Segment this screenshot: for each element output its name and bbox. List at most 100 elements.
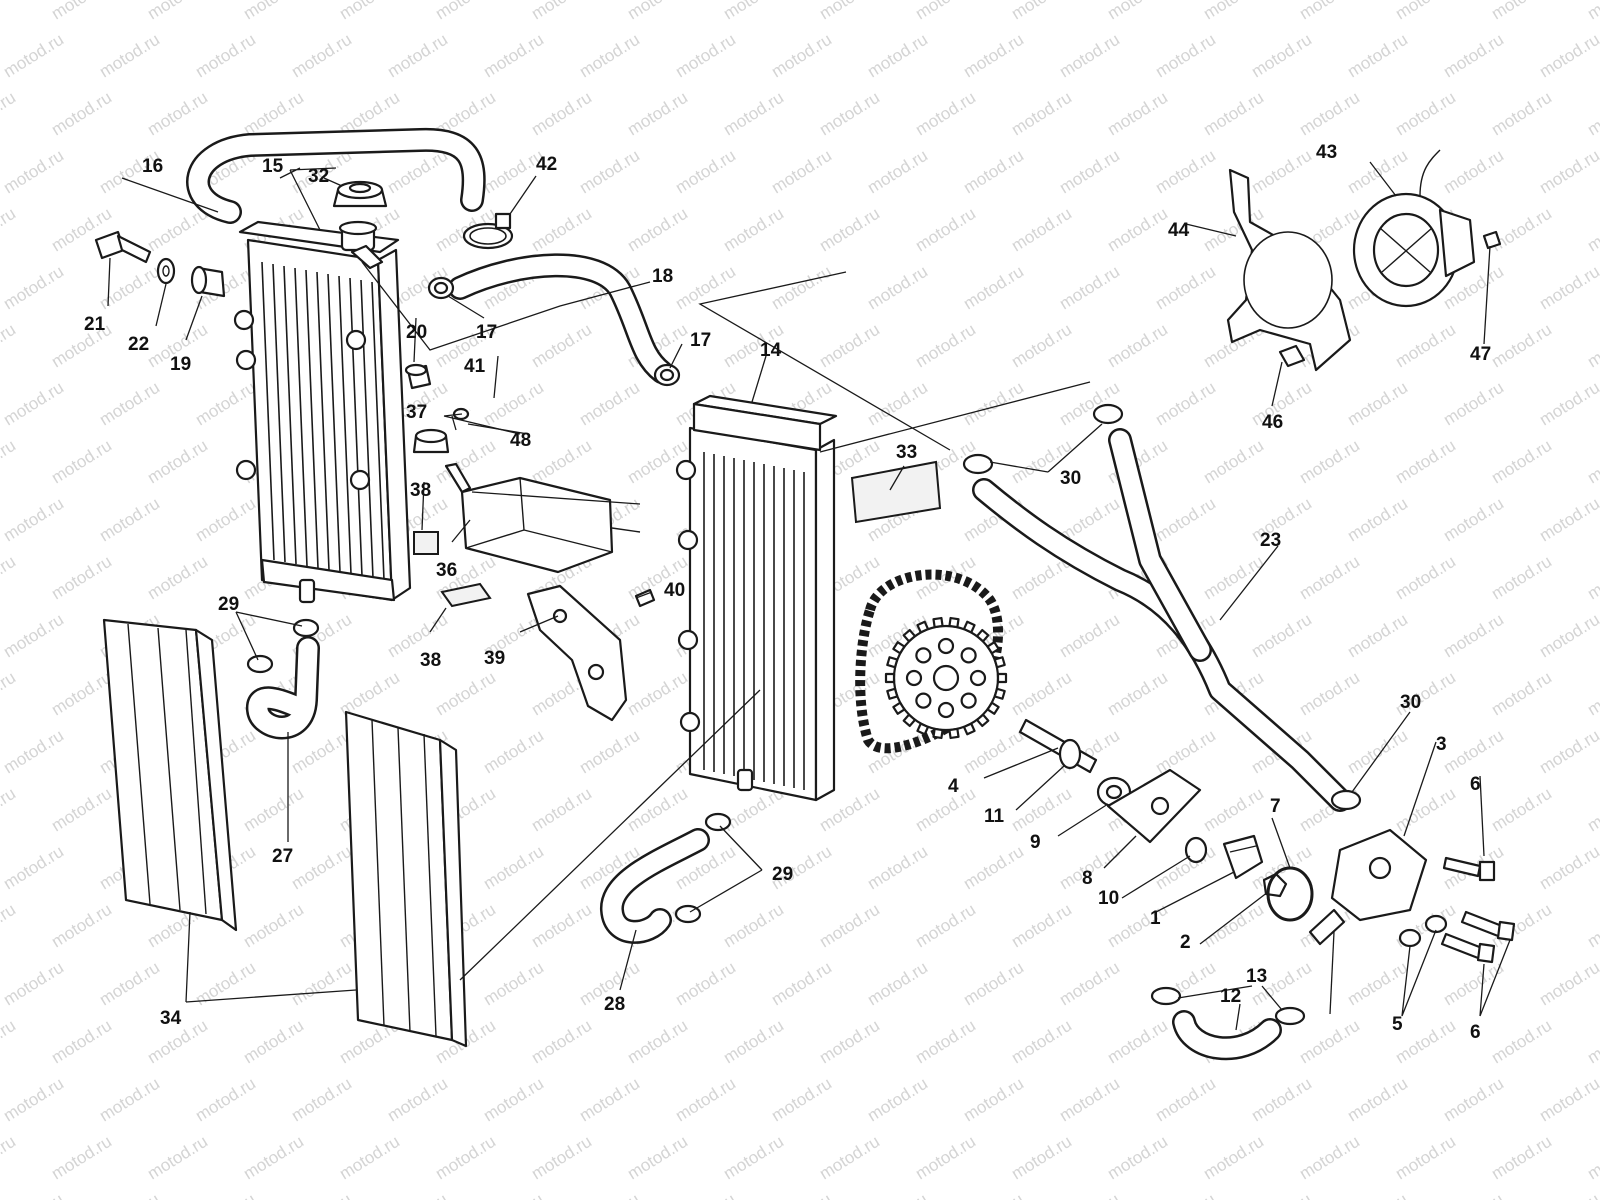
callout-30-lower: 30 bbox=[1400, 692, 1421, 713]
watermark-text: motod.ru bbox=[528, 1016, 595, 1068]
watermark-text: motod.ru bbox=[528, 0, 595, 23]
watermark-text: motod.ru bbox=[960, 146, 1027, 198]
seal-10 bbox=[1184, 836, 1208, 864]
callout-27: 27 bbox=[272, 846, 293, 867]
sprocket-tooth bbox=[948, 616, 960, 629]
watermark-text: motod.ru bbox=[1440, 494, 1507, 546]
watermark-text: motod.ru bbox=[432, 668, 499, 720]
callout-9: 9 bbox=[1030, 832, 1041, 853]
watermark-text: motod.ru bbox=[192, 30, 259, 82]
pad-38-upper bbox=[413, 531, 439, 555]
sprocket-tooth bbox=[916, 722, 930, 736]
sprocket-hole bbox=[905, 669, 923, 687]
watermark-text: motod.ru bbox=[720, 88, 787, 140]
callout-47: 47 bbox=[1470, 344, 1491, 365]
callout-12: 12 bbox=[1220, 986, 1241, 1007]
pump-cover-8 bbox=[1106, 768, 1202, 844]
sprocket-tooth bbox=[916, 620, 930, 634]
watermark-text: motod.ru bbox=[672, 146, 739, 198]
callout-33: 33 bbox=[896, 442, 917, 463]
watermark-text: motod.ru bbox=[48, 668, 115, 720]
watermark-text: motod.ru bbox=[1200, 784, 1267, 836]
callout-38-upper: 38 bbox=[410, 480, 431, 501]
watermark-text: motod.ru bbox=[1488, 552, 1555, 604]
washer-5-a bbox=[1398, 928, 1422, 948]
watermark-text: motod.ru bbox=[816, 0, 883, 23]
watermark-text: motod.ru bbox=[528, 1132, 595, 1184]
watermark-text: motod.ru bbox=[1248, 1074, 1315, 1126]
sprocket-tooth bbox=[986, 641, 1000, 655]
impeller-1 bbox=[1222, 834, 1264, 880]
watermark-text: motod.ru bbox=[0, 842, 67, 894]
watermark-text: motod.ru bbox=[672, 1190, 739, 1200]
watermark-text: motod.ru bbox=[912, 1016, 979, 1068]
watermark-text: motod.ru bbox=[1488, 320, 1555, 372]
overflow-hose-16 bbox=[186, 127, 486, 224]
left-radiator bbox=[233, 220, 412, 604]
watermark-text: motod.ru bbox=[0, 0, 19, 23]
watermark-text: motod.ru bbox=[816, 1016, 883, 1068]
watermark-text: motod.ru bbox=[1008, 88, 1075, 140]
callout-19: 19 bbox=[170, 354, 191, 375]
watermark-text: motod.ru bbox=[1296, 88, 1363, 140]
watermark-text: motod.ru bbox=[576, 1190, 643, 1200]
clamp-17-lower bbox=[653, 363, 681, 387]
callout-17-left: 17 bbox=[476, 322, 497, 343]
watermark-text: motod.ru bbox=[0, 1132, 19, 1184]
watermark-text: motod.ru bbox=[1344, 958, 1411, 1010]
watermark-text: motod.ru bbox=[960, 262, 1027, 314]
watermark-text: motod.ru bbox=[48, 1132, 115, 1184]
watermark-text: motod.ru bbox=[192, 378, 259, 430]
watermark-text: motod.ru bbox=[0, 320, 19, 372]
watermark-text: motod.ru bbox=[48, 1016, 115, 1068]
watermark-text: motod.ru bbox=[0, 668, 19, 720]
watermark-text: motod.ru bbox=[1056, 146, 1123, 198]
watermark-text: motod.ru bbox=[1392, 0, 1459, 23]
watermark-text: motod.ru bbox=[384, 30, 451, 82]
sprocket-tooth bbox=[932, 616, 944, 629]
callout-2: 2 bbox=[1180, 932, 1191, 953]
watermark-text: motod.ru bbox=[1008, 900, 1075, 952]
callout-43: 43 bbox=[1316, 142, 1337, 163]
watermark-text: motod.ru bbox=[768, 146, 835, 198]
watermark-text: motod.ru bbox=[192, 958, 259, 1010]
watermark-text: motod.ru bbox=[576, 30, 643, 82]
watermark-text: motod.ru bbox=[1488, 668, 1555, 720]
watermark-text: motod.ru bbox=[816, 900, 883, 952]
sprocket-hole bbox=[960, 692, 977, 709]
washer-22 bbox=[156, 257, 176, 285]
sprocket-tooth bbox=[932, 727, 944, 740]
watermark-text: motod.ru bbox=[864, 842, 931, 894]
filler-neck bbox=[338, 220, 384, 270]
callout-46: 46 bbox=[1262, 412, 1283, 433]
watermark-text: motod.ru bbox=[1440, 610, 1507, 662]
watermark-text: motod.ru bbox=[0, 726, 67, 778]
watermark-text: motod.ru bbox=[1152, 1190, 1219, 1200]
watermark-text: motod.ru bbox=[336, 1132, 403, 1184]
watermark-text: motod.ru bbox=[144, 436, 211, 488]
watermark-text: motod.ru bbox=[1104, 1132, 1171, 1184]
pump-housing-3 bbox=[1308, 828, 1428, 946]
watermark-text: motod.ru bbox=[1008, 0, 1075, 23]
watermark-text: motod.ru bbox=[1008, 320, 1075, 372]
watermark-text: motod.ru bbox=[1344, 378, 1411, 430]
sprocket-tooth bbox=[892, 641, 906, 655]
watermark-text: motod.ru bbox=[864, 958, 931, 1010]
nut-47 bbox=[1482, 230, 1502, 250]
callout-3: 3 bbox=[1436, 734, 1447, 755]
callout-34: 34 bbox=[160, 1008, 182, 1029]
watermark-text: motod.ru bbox=[96, 1190, 163, 1200]
watermark-text: motod.ru bbox=[96, 378, 163, 430]
cooling-fan-43 bbox=[1352, 149, 1476, 308]
callout-23: 23 bbox=[1260, 530, 1281, 551]
grommet-20 bbox=[404, 363, 432, 390]
watermark-text: motod.ru bbox=[864, 1190, 931, 1200]
watermark-text: motod.ru bbox=[1248, 1190, 1315, 1200]
watermark-text: motod.ru bbox=[1536, 494, 1600, 546]
watermark-text: motod.ru bbox=[480, 726, 547, 778]
watermark-text: motod.ru bbox=[864, 1074, 931, 1126]
louvre-34-left bbox=[102, 618, 238, 932]
watermark-text: motod.ru bbox=[1152, 726, 1219, 778]
watermark-text: motod.ru bbox=[528, 900, 595, 952]
callout-40: 40 bbox=[664, 580, 685, 601]
